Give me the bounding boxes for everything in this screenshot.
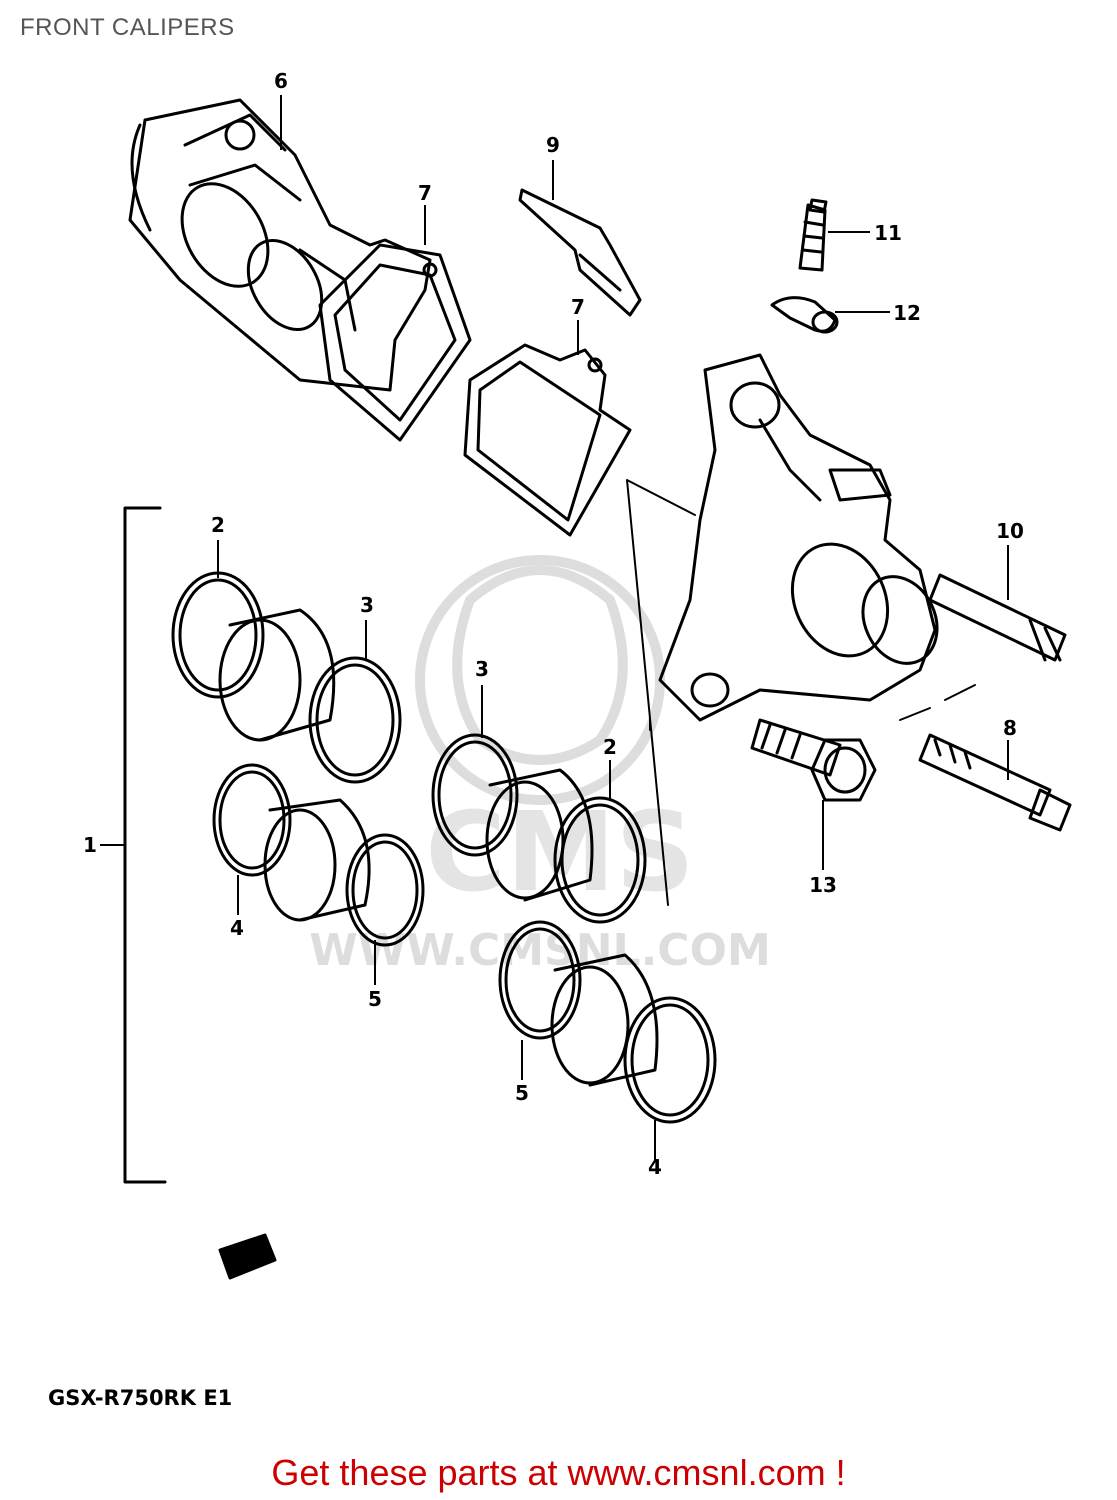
callout-4b: 4 [648,1155,662,1179]
callout-9: 9 [546,133,560,157]
callout-5a: 5 [368,987,382,1011]
callout-5b: 5 [515,1081,529,1105]
bleeder-cap [770,296,839,334]
parts-diagram: WWW.CMSNL.COM CMS [48,69,1072,1410]
callout-11: 11 [874,221,902,245]
model-code: GSX-R750RK E1 [48,1386,232,1410]
pad-pin-long [928,573,1067,662]
piston-set-b [212,763,425,947]
watermark-text: WWW.CMSNL.COM [309,925,771,976]
pad-spring [518,188,642,317]
watermark-brand: CMS [425,788,694,916]
callout-8: 8 [1003,716,1017,740]
page-title: FRONT CALIPERS [20,14,235,41]
caliper-half-right [658,353,939,722]
callouts: 1 2 2 3 3 4 4 5 5 6 7 7 8 9 10 11 12 13 [83,69,1024,1179]
callout-3a: 3 [360,593,374,617]
callout-10: 10 [996,519,1024,543]
watermark-logo [415,555,665,805]
callout-12: 12 [893,301,921,325]
leader-lines [100,95,1009,1160]
callout-1: 1 [83,833,97,857]
brake-pad-lower [463,343,632,537]
footer-link[interactable]: Get these parts at www.cmsnl.com ! [271,1452,846,1493]
callout-7b: 7 [571,295,585,319]
assembly-bracket [123,506,167,1184]
brake-pad-upper [318,243,472,442]
callout-13: 13 [809,873,837,897]
callout-4a: 4 [230,916,244,940]
decal [218,1233,277,1280]
piston-set-d [498,920,717,1124]
callout-2b: 2 [603,735,617,759]
callout-7a: 7 [418,181,432,205]
bleeder-valve [798,198,828,272]
pad-pin-short [918,733,1072,832]
assembly-outline [626,479,696,906]
callout-6: 6 [274,69,288,93]
piston-set-c [431,733,647,924]
callout-3b: 3 [475,657,489,681]
callout-2a: 2 [211,513,225,537]
mounting-bolt [750,718,877,802]
